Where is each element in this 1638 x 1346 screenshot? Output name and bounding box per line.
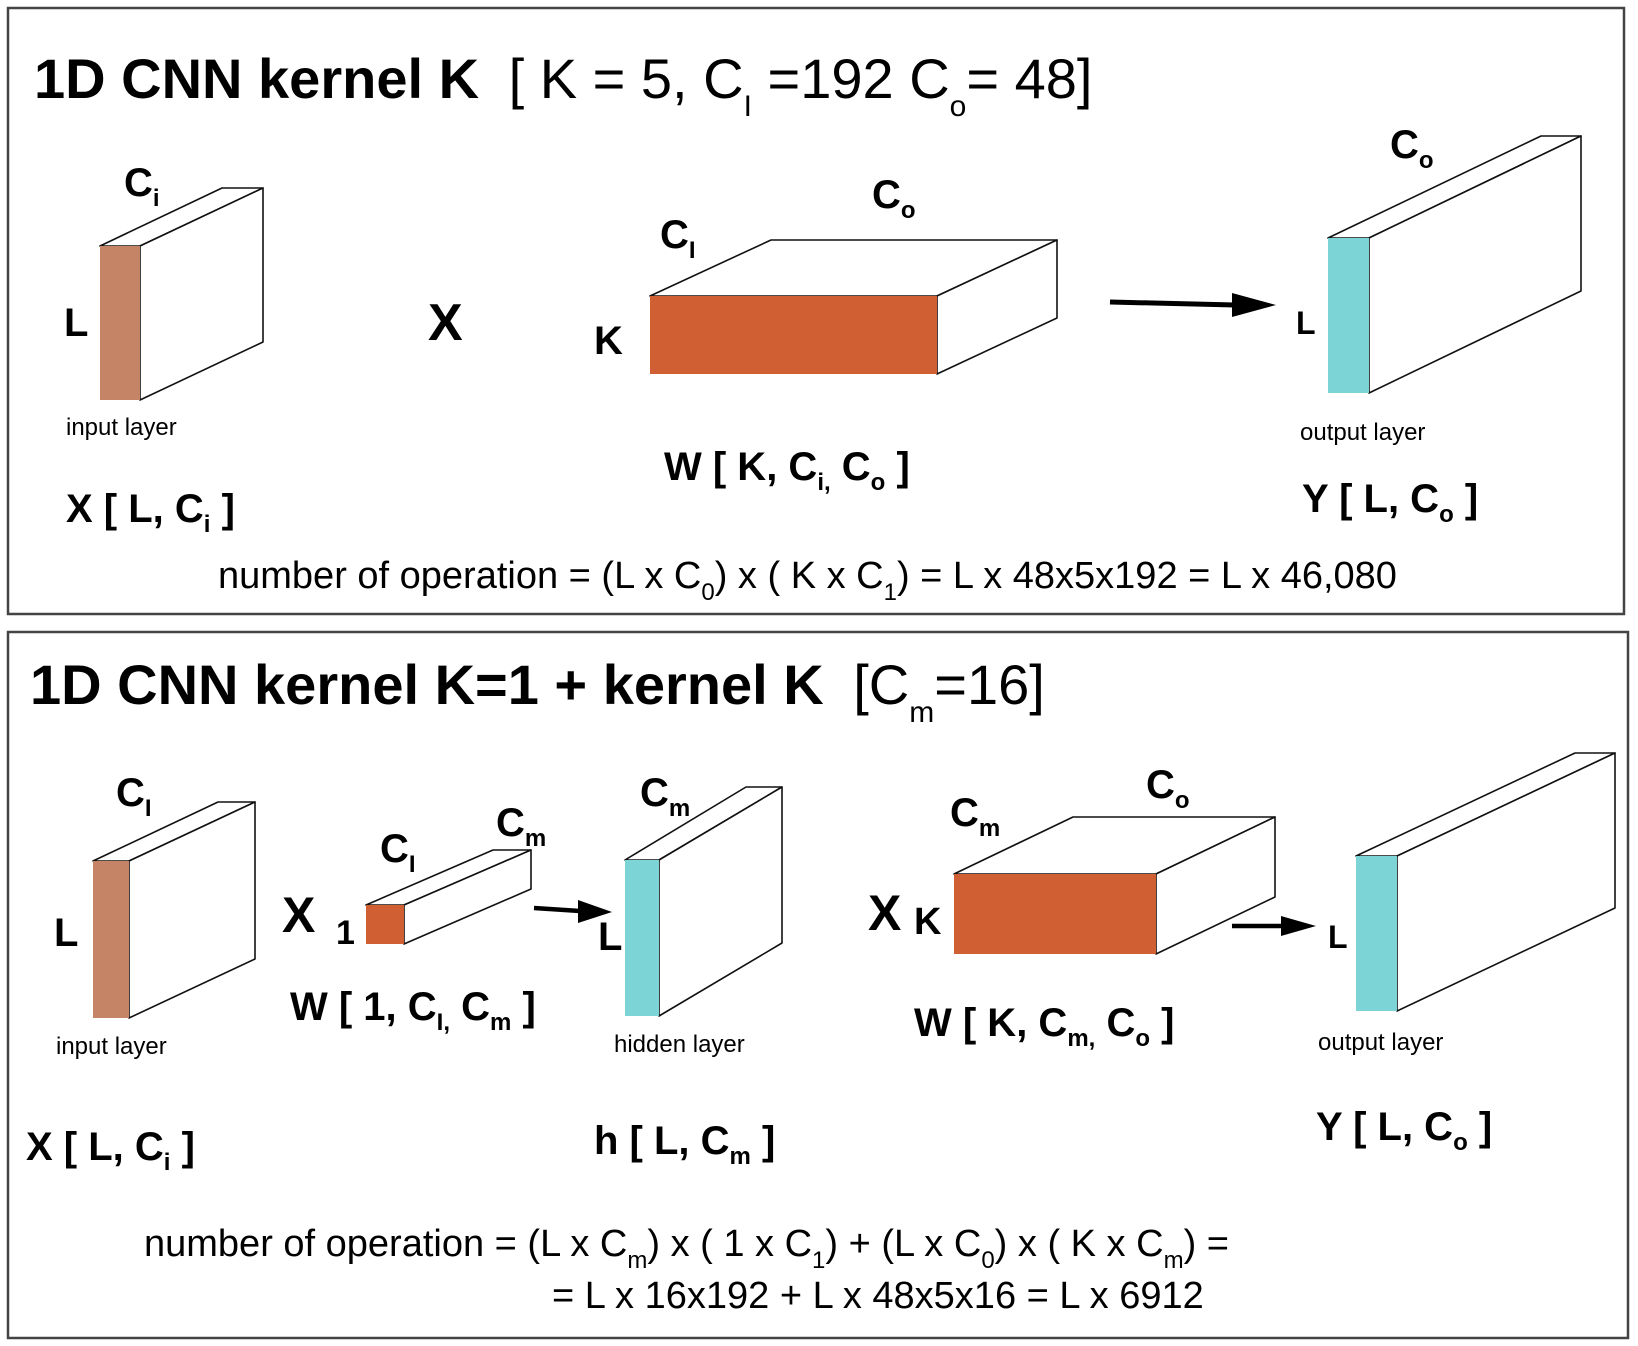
multiply-sign-2: X xyxy=(868,885,901,941)
output2-dim-l: L xyxy=(1328,919,1348,955)
kernel-dim-co: Co xyxy=(872,173,916,224)
input-layer-block xyxy=(99,187,264,401)
output-tensor-label: Y [ L, Co ] xyxy=(1302,477,1478,528)
input-tensor-label: X [ L, Ci ] xyxy=(66,487,235,538)
kernel1-dim-1: 1 xyxy=(336,914,355,952)
input-layer-block-2 xyxy=(92,801,256,1019)
kernel1-tensor-label: W [ 1, CI, Cm ] xyxy=(290,985,536,1036)
output-front-face xyxy=(1328,238,1369,393)
input2-dim-l: L xyxy=(54,911,78,955)
panel2-operation-count-line1: number of operation = (L x Cm) x ( 1 x C… xyxy=(144,1223,1229,1274)
kernel2-front-face xyxy=(954,874,1156,954)
hidden-dim-cm: Cm xyxy=(640,771,690,822)
panel2-operation-count-line2: = L x 16x192 + L x 48x5x16 = L x 6912 xyxy=(552,1275,1204,1317)
multiply-sign-1: X xyxy=(282,887,315,943)
panel1-title: 1D CNN kernel K [ K = 5, CI =192 Co= 48] xyxy=(34,47,1092,123)
output-layer-block-2 xyxy=(1355,752,1616,1012)
kernel2-tensor-label: W [ K, Cm, Co ] xyxy=(914,1001,1174,1052)
output2-tensor-label: Y [ L, Co ] xyxy=(1316,1105,1492,1156)
kernel-tensor-label: W [ K, Ci, Co ] xyxy=(664,445,910,496)
panel1-operation-count: number of operation = (L x C0) x ( K x C… xyxy=(218,555,1397,606)
input2-front-face xyxy=(93,861,129,1018)
output-dim-co: Co xyxy=(1390,123,1434,174)
kernel2-dim-cm: Cm xyxy=(950,791,1000,842)
hidden-dim-l: L xyxy=(598,915,622,959)
kernel1-dim-ci: CI xyxy=(380,827,416,878)
input-front-face xyxy=(100,246,140,400)
kernel2-dim-co: Co xyxy=(1146,763,1190,814)
panel2-title: 1D CNN kernel K=1 + kernel K [Cm=16] xyxy=(30,653,1045,729)
input2-tensor-label: X [ L, Ci ] xyxy=(26,1125,195,1176)
output2-layer-caption: output layer xyxy=(1318,1029,1443,1056)
hidden-layer-caption: hidden layer xyxy=(614,1031,745,1058)
kernel-block xyxy=(649,239,1058,375)
kernel1-dim-cm: Cm xyxy=(496,801,546,852)
output-layer-caption: output layer xyxy=(1300,419,1425,446)
kernel2-dim-k: K xyxy=(914,901,942,943)
multiply-sign: X xyxy=(428,294,463,352)
input2-layer-caption: input layer xyxy=(56,1033,167,1060)
output2-front-face xyxy=(1356,856,1397,1011)
kernel1-front-face xyxy=(366,905,404,944)
input-dim-ci: Ci xyxy=(124,161,160,212)
hidden-layer-block xyxy=(624,786,783,1017)
input-layer-caption: input layer xyxy=(66,414,177,441)
hidden-front-face xyxy=(625,860,659,1016)
kernel-dim-ci: CI xyxy=(660,213,696,264)
kernel-front-face xyxy=(650,296,937,374)
output-layer-block xyxy=(1327,135,1582,394)
hidden-tensor-label: h [ L, Cm ] xyxy=(594,1119,775,1170)
arrow-icon xyxy=(1232,916,1316,936)
arrow-icon xyxy=(533,900,612,923)
input2-dim-ci: CI xyxy=(116,771,152,822)
kernel2-block xyxy=(953,816,1276,955)
kernel1-block xyxy=(365,849,532,945)
arrow-icon xyxy=(1109,293,1276,317)
kernel-dim-k: K xyxy=(594,319,623,363)
input-dim-l: L xyxy=(64,301,88,345)
output-dim-l: L xyxy=(1296,305,1316,341)
